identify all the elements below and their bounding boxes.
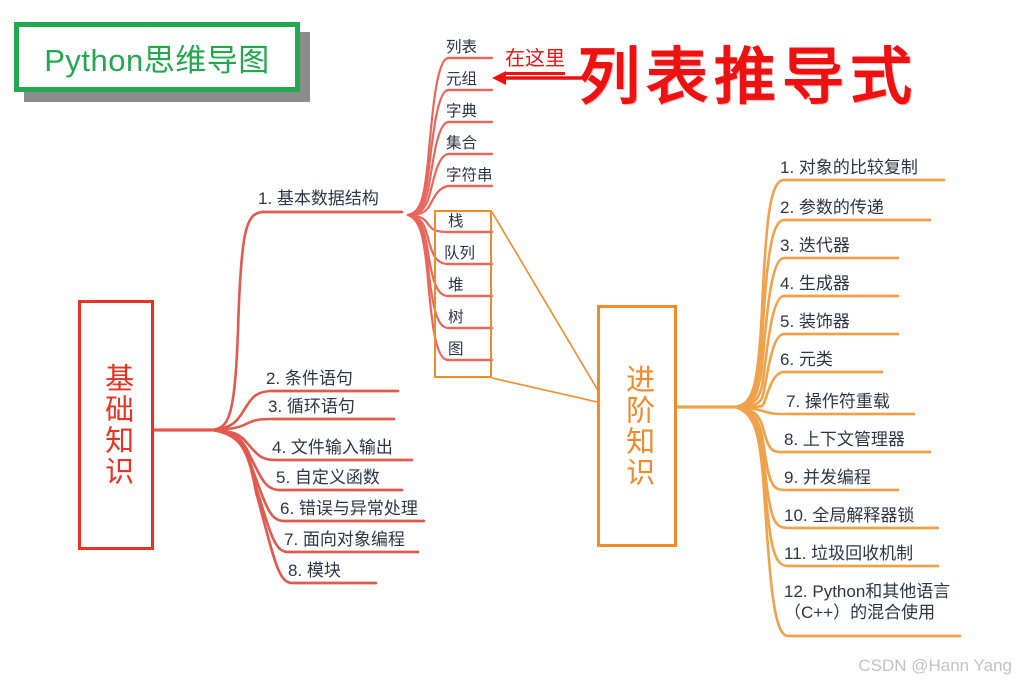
leaf-basic-5[interactable]: 5. 自定义函数 (276, 468, 380, 487)
leaf-ds-set[interactable]: 集合 (446, 135, 478, 152)
leaf-advanced-3[interactable]: 3. 迭代器 (780, 236, 850, 255)
leaf-advanced-12[interactable]: 12. Python和其他语言（C++）的混合使用 (784, 582, 951, 623)
leaf-ds-tuple[interactable]: 元组 (446, 71, 478, 88)
watermark-text: CSDN @Hann Yang (858, 656, 1012, 675)
leaf-basic-3[interactable]: 3. 循环语句 (268, 397, 355, 416)
leaf-basic-1[interactable]: 1. 基本数据结构 (258, 189, 379, 208)
leaf-ds-queue[interactable]: 队列 (444, 245, 476, 262)
root-node-basic-label: 基础知识 (100, 363, 133, 487)
leaf-basic-2[interactable]: 2. 条件语句 (266, 369, 353, 388)
leaf-ds-heap[interactable]: 堆 (448, 277, 464, 294)
leaf-advanced-1[interactable]: 1. 对象的比较复制 (780, 158, 918, 177)
leaf-advanced-4[interactable]: 4. 生成器 (780, 274, 850, 293)
leaf-ds-graph[interactable]: 图 (448, 341, 464, 358)
leaf-advanced-5[interactable]: 5. 装饰器 (780, 312, 850, 331)
leaf-ds-list[interactable]: 列表 (446, 39, 478, 56)
here-annotation: 在这里 (505, 42, 565, 75)
leaf-advanced-7[interactable]: 7. 操作符重载 (786, 392, 890, 411)
leaf-basic-8[interactable]: 8. 模块 (288, 561, 341, 580)
leaf-ds-string[interactable]: 字符串 (446, 167, 493, 184)
headline-text: 列表推导式 (578, 44, 919, 112)
leaf-advanced-9[interactable]: 9. 并发编程 (784, 468, 871, 487)
leaf-advanced-2[interactable]: 2. 参数的传递 (780, 198, 884, 217)
root-node-basic-knowledge[interactable]: 基础知识 (78, 300, 154, 550)
leaf-advanced-11[interactable]: 11. 垃圾回收机制 (784, 544, 914, 563)
leaf-basic-6[interactable]: 6. 错误与异常处理 (280, 499, 418, 518)
title-card: Python思维导图 (14, 22, 300, 92)
title-card-label: Python思维导图 (44, 42, 270, 78)
leaf-advanced-10[interactable]: 10. 全局解释器锁 (784, 506, 915, 525)
root-node-advanced-knowledge[interactable]: 进阶知识 (597, 305, 677, 547)
leaf-ds-stack[interactable]: 栈 (448, 213, 464, 230)
leaf-basic-7[interactable]: 7. 面向对象编程 (284, 530, 405, 549)
data-structure-group-callout-box (434, 210, 492, 378)
leaf-ds-dict[interactable]: 字典 (446, 103, 478, 120)
leaf-ds-tree[interactable]: 树 (448, 309, 464, 326)
leaf-advanced-8[interactable]: 8. 上下文管理器 (784, 430, 905, 449)
root-node-advanced-label: 进阶知识 (621, 364, 654, 488)
leaf-advanced-6[interactable]: 6. 元类 (780, 350, 833, 369)
leaf-basic-4[interactable]: 4. 文件输入输出 (272, 438, 393, 457)
